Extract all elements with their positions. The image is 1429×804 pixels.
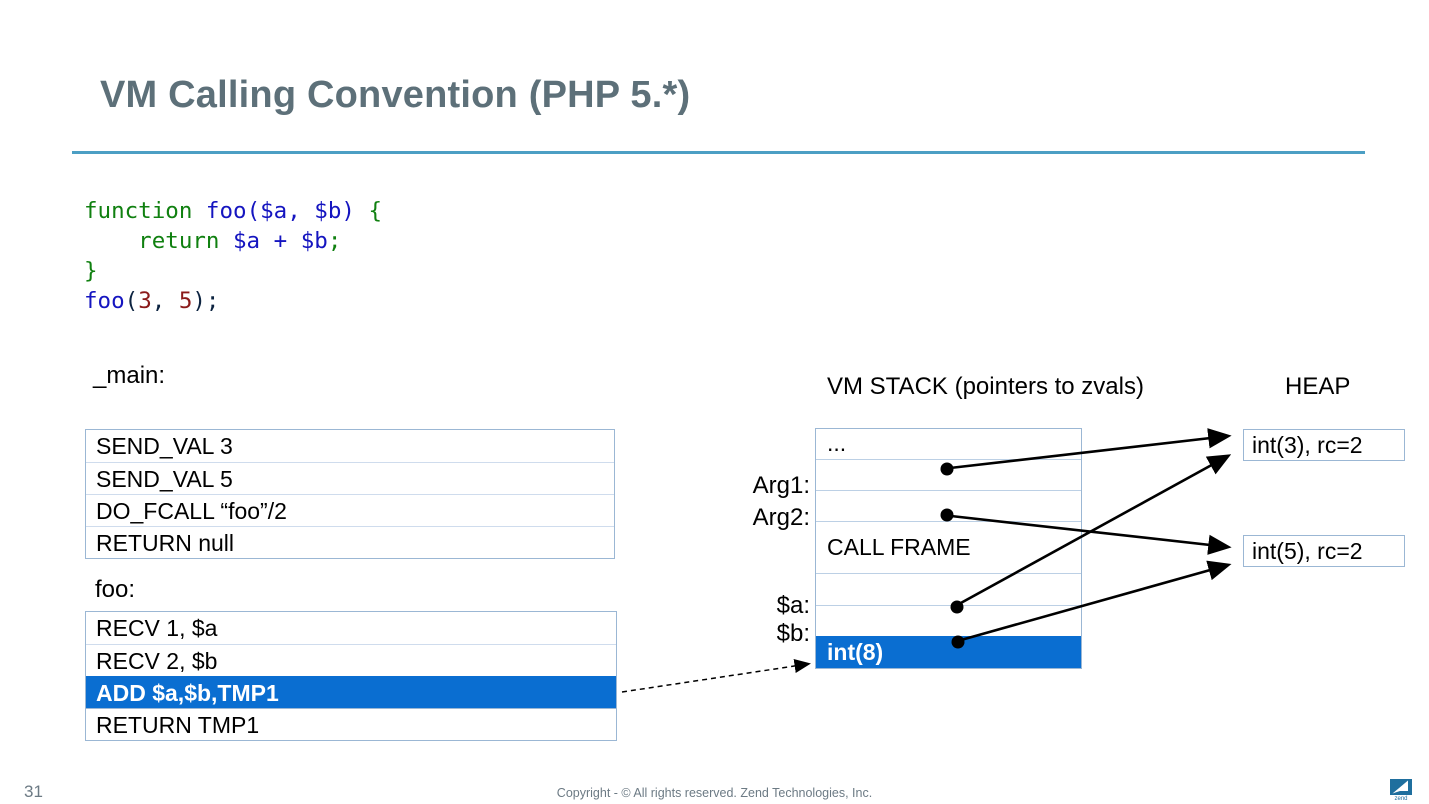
foo-block-caption: foo: xyxy=(95,576,136,603)
opcode-row: RETURN null xyxy=(86,526,614,558)
stack-row-result: int(8) xyxy=(816,636,1081,668)
code-call-open-paren: ( xyxy=(124,288,139,314)
stack-row-arg1 xyxy=(816,459,1081,490)
code-close-brace: } xyxy=(84,258,98,284)
code-semicolon: ; xyxy=(327,228,342,254)
code-open-brace: { xyxy=(368,198,383,224)
opcode-row: DO_FCALL “foo”/2 xyxy=(86,494,614,526)
code-arg-2: 5 xyxy=(178,288,193,314)
code-return-expression: $a + $b xyxy=(219,228,328,254)
title-divider xyxy=(72,151,1365,154)
code-function-name: foo xyxy=(192,198,247,224)
arrow-add-to-result xyxy=(621,659,811,693)
code-call-name: foo xyxy=(84,288,125,314)
code-keyword-return: return xyxy=(84,228,220,254)
vm-stack-box: ... CALL FRAME int(8) xyxy=(815,428,1082,669)
stack-row-call-frame: CALL FRAME xyxy=(816,521,1081,573)
vm-stack-header: VM STACK (pointers to zvals) xyxy=(827,373,1144,400)
opcode-row-highlighted: ADD $a,$b,TMP1 xyxy=(86,676,616,708)
opcode-row: SEND_VAL 3 xyxy=(96,433,233,459)
stack-row-ellipsis: ... xyxy=(827,430,847,456)
code-arg-1: 3 xyxy=(138,288,152,314)
copyright-text: Copyright - © All rights reserved. Zend … xyxy=(556,786,873,800)
stack-label-var-b: $b: xyxy=(776,620,810,647)
page-title: VM Calling Convention (PHP 5.*) xyxy=(100,74,691,116)
opcode-row: RETURN TMP1 xyxy=(86,708,616,740)
slide-number: 31 xyxy=(24,782,43,801)
heap-header: HEAP xyxy=(1285,373,1351,400)
stack-label-var-a: $a: xyxy=(776,592,810,619)
code-call-close: ); xyxy=(192,288,220,314)
heap-cell-int5: int(5), rc=2 xyxy=(1243,535,1405,567)
stack-row-arg2 xyxy=(816,490,1081,521)
php-code-block: function foo($a, $b) { return $a + $b; }… xyxy=(84,196,382,316)
opcode-row: RECV 1, $a xyxy=(96,615,218,641)
code-keyword-function: function xyxy=(84,198,193,224)
stack-label-arg2: Arg2: xyxy=(752,504,810,531)
code-parameters: ($a, $b) xyxy=(246,198,369,224)
opcode-row: SEND_VAL 5 xyxy=(86,462,614,494)
opcode-row: RECV 2, $b xyxy=(86,644,616,676)
foo-opcode-table: RECV 1, $a RECV 2, $b ADD $a,$b,TMP1 RET… xyxy=(85,611,617,741)
zend-logo: zend xyxy=(1390,779,1412,801)
stack-label-arg1: Arg1: xyxy=(752,472,810,499)
code-arg-separator: , xyxy=(151,288,179,314)
svg-text:zend: zend xyxy=(1394,796,1407,801)
stack-row-var-b xyxy=(816,605,1081,636)
stack-row-var-a xyxy=(816,573,1081,605)
main-block-caption: _main: xyxy=(93,362,166,389)
main-opcode-table: SEND_VAL 3 SEND_VAL 5 DO_FCALL “foo”/2 R… xyxy=(85,429,615,559)
heap-cell-int3: int(3), rc=2 xyxy=(1243,429,1405,461)
